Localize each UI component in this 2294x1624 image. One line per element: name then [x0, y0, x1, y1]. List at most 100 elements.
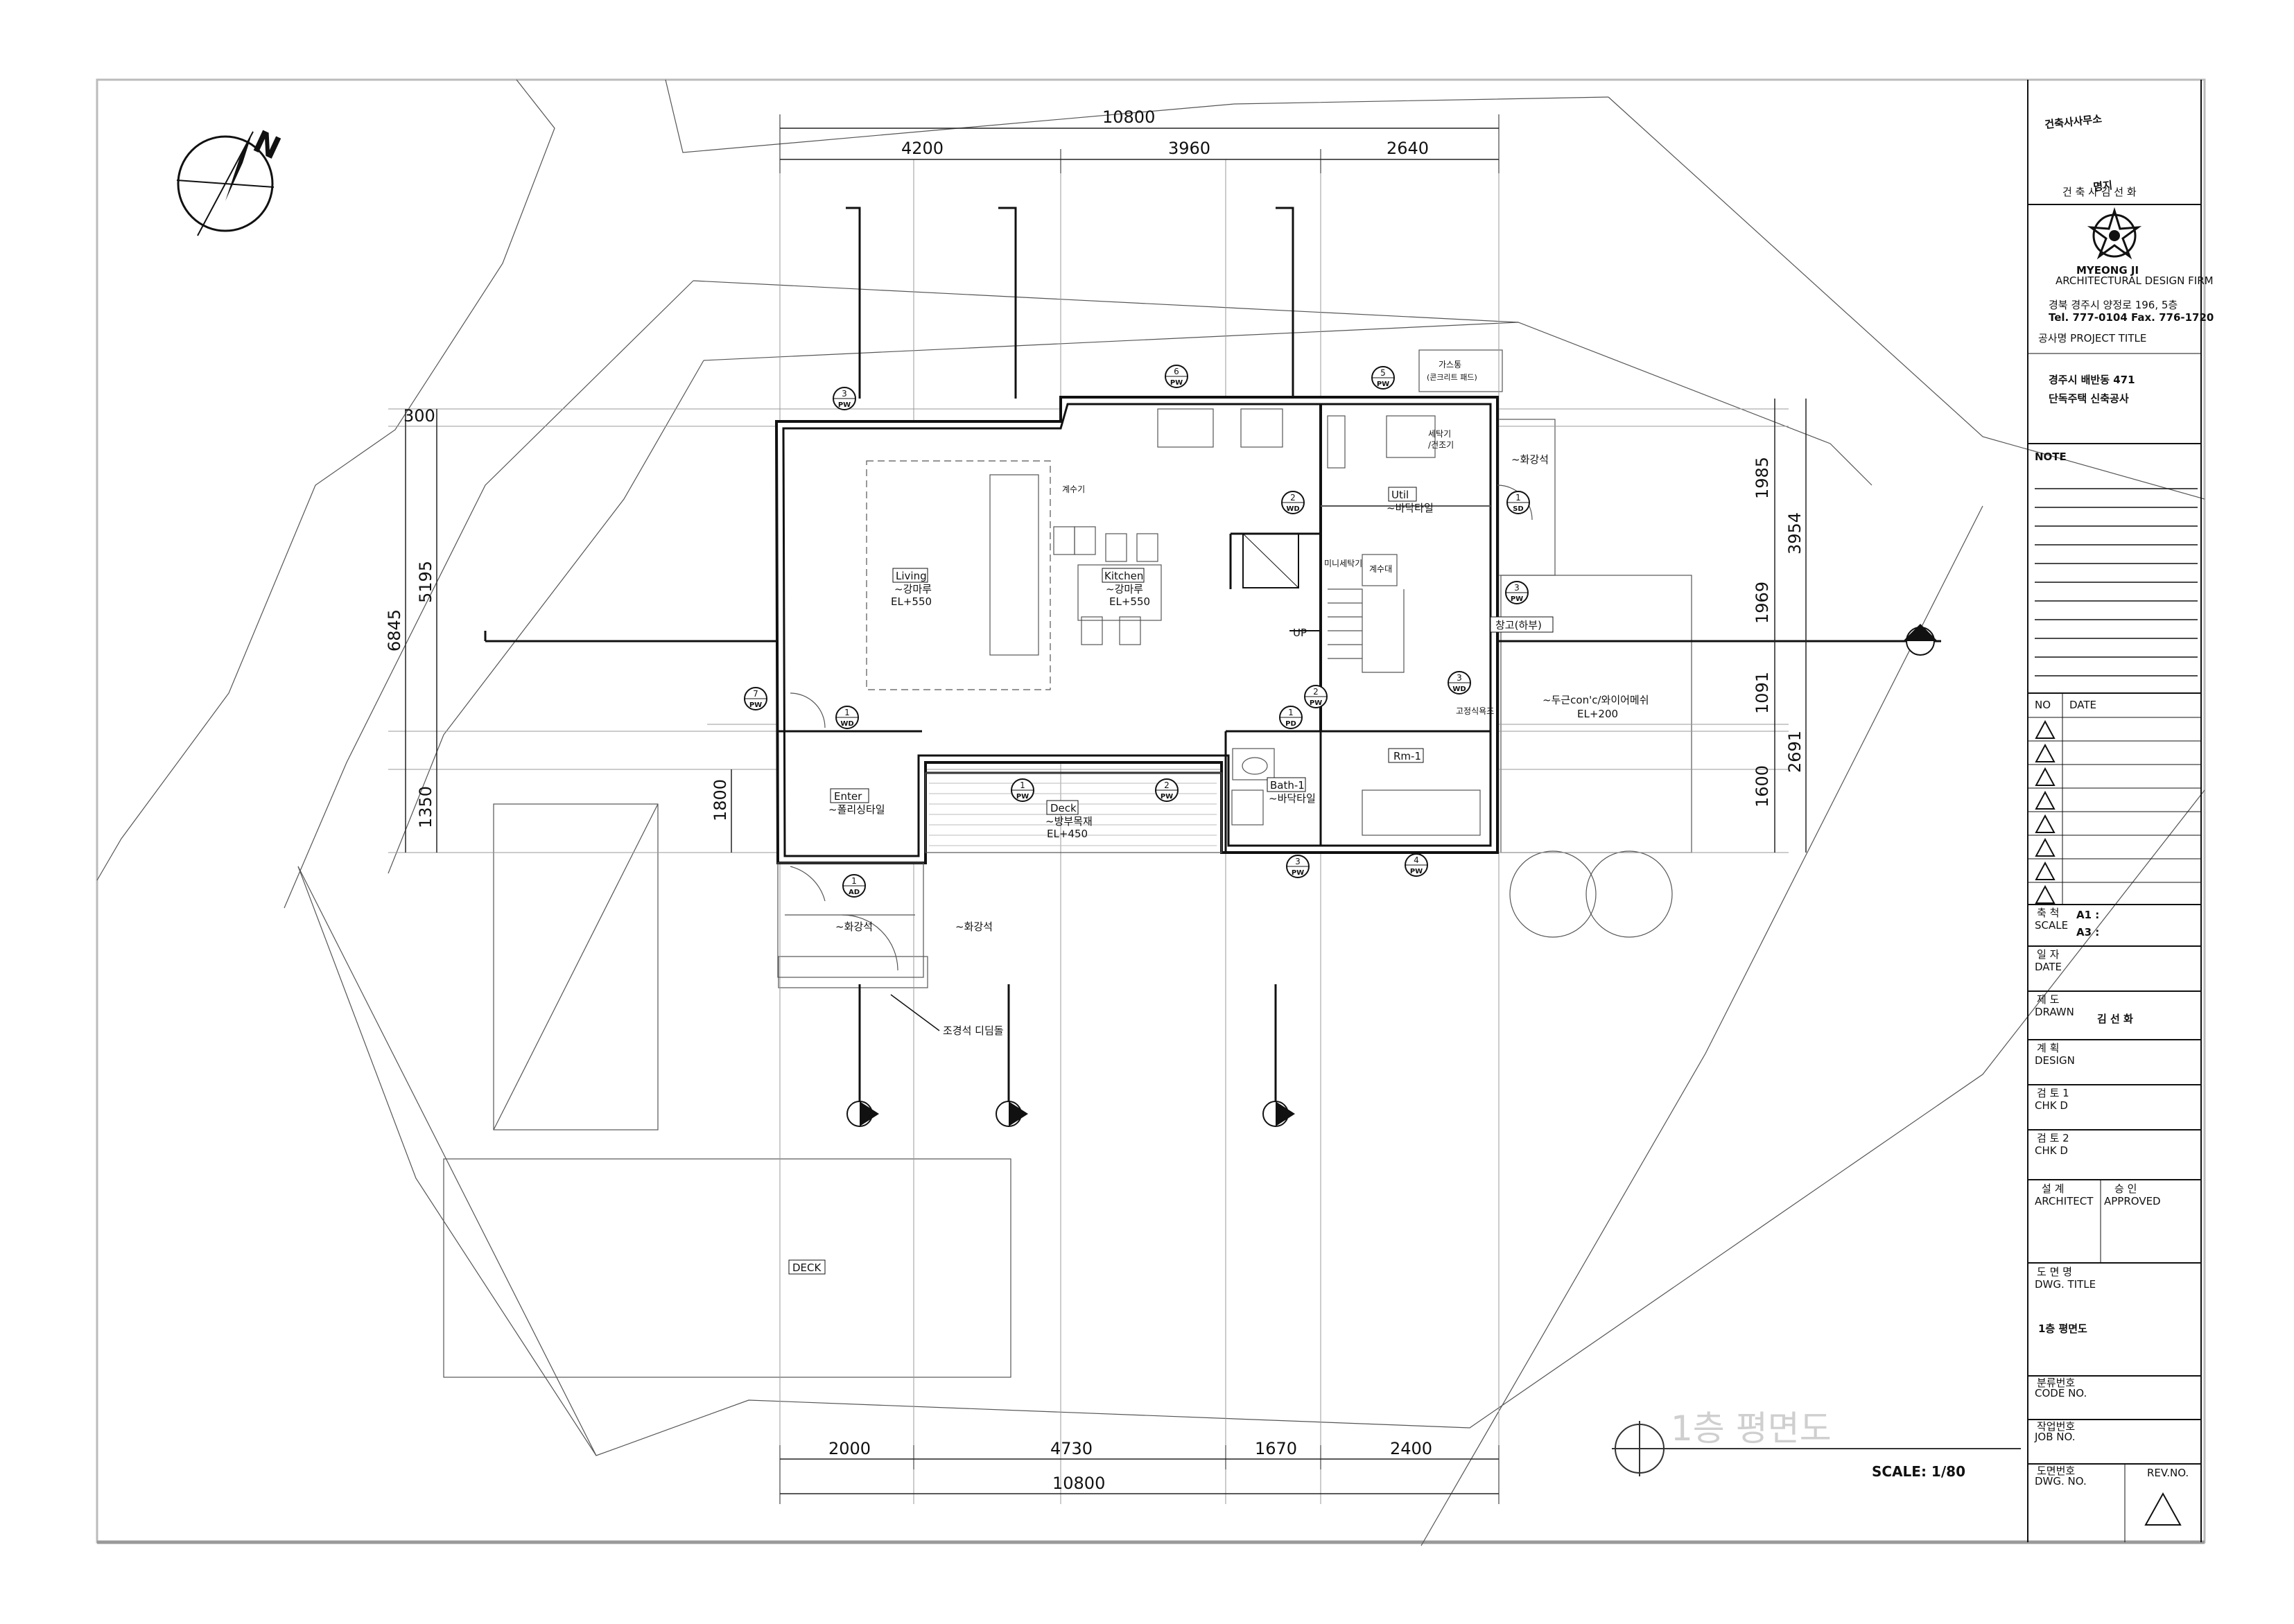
tag-type: PW: [1511, 595, 1523, 603]
tag-wd-2: 2WD: [1281, 491, 1305, 514]
tag-type: PW: [1170, 379, 1183, 387]
dimensions-right: 1985 1969 1091 1600 3954 2691: [1753, 399, 1807, 853]
tag-type: PW: [1310, 699, 1322, 707]
tag-pd-1: 1PD: [1279, 706, 1303, 729]
tag-pw-4: 4PW: [1405, 853, 1428, 877]
north-label: N: [247, 124, 286, 167]
tag-type: WD: [840, 720, 853, 728]
tag-type: PW: [1016, 793, 1029, 801]
dim-top-total: 10800: [1102, 107, 1155, 127]
dim-top-3: 2640: [1387, 139, 1429, 158]
dim-bottom-2: 4730: [1050, 1439, 1093, 1458]
tag-number: 1: [844, 708, 850, 717]
room-deck-el: EL+450: [1047, 828, 1088, 840]
tb-project-line1: 경주시 배반동 471: [2049, 374, 2135, 386]
north-arrow-icon: [177, 135, 274, 232]
tb-project-line2: 단독주택 신축공사: [2049, 392, 2129, 405]
stair-up-label: UP: [1293, 627, 1307, 639]
room-enter-name: Enter: [834, 790, 862, 803]
furniture: [866, 408, 1481, 836]
tag-pw-1: 1PW: [1011, 778, 1034, 802]
tag-type: PW: [749, 701, 762, 709]
tree-2: [1585, 850, 1673, 938]
label-stone-3: ~화강석: [955, 920, 993, 933]
label-mini-kitchen: 미니세탁기: [1324, 559, 1362, 568]
room-outdoor-el: EL+200: [1577, 708, 1618, 720]
tag-pw-5: 5PW: [1371, 366, 1395, 390]
revision-triangle-icon: [2035, 884, 2056, 904]
tb-job-kr: 작업번호: [2037, 1420, 2075, 1433]
room-bath-name: Bath-1: [1270, 779, 1305, 792]
gas-pad: [1418, 349, 1503, 392]
dim-right-3: 1091: [1753, 672, 1772, 714]
tb-design-kr: 계 획: [2037, 1042, 2059, 1054]
section-arrows: [846, 624, 1938, 1127]
dim-bottom-3: 1670: [1255, 1439, 1297, 1458]
tag-number: 6: [1174, 367, 1179, 376]
tb-chk1: CHK D: [2035, 1099, 2068, 1112]
firm-name: MYEONG JI: [2076, 264, 2139, 277]
tb-dwg-no-kr: 도면번호: [2037, 1465, 2075, 1477]
label-dryer: /건조기: [1428, 440, 1454, 450]
firm-flower-icon: [2087, 207, 2142, 260]
room-util-finish: ~바닥타일: [1387, 502, 1434, 514]
revision-triangle-icon: [2035, 861, 2056, 880]
label-stone-2: ~화강석: [835, 920, 873, 933]
room-outdoor-finish: ~두근con'c/와이어메쉬: [1543, 694, 1649, 706]
revision-triangle-icon: [2035, 743, 2056, 762]
tb-date-kr: 일 자: [2037, 948, 2060, 961]
revision-rows: [2028, 717, 2201, 904]
room-labels: Living ~강마루 EL+550 Kitchen ~강마루 EL+550 U…: [788, 360, 1649, 1275]
room-rm1-name: Rm-1: [1393, 750, 1421, 762]
tb-note-label: NOTE: [2035, 451, 2067, 463]
tb-approved-kr: 승 인: [2114, 1182, 2137, 1195]
room-kitchen-el: EL+550: [1109, 595, 1150, 608]
grid-lines: [388, 159, 1789, 1504]
tree-1: [1509, 850, 1597, 938]
tag-number: 3: [1295, 857, 1301, 866]
room-deck-finish: ~방부목재: [1045, 815, 1093, 828]
revision-row: [2028, 882, 2201, 904]
room-living-name: Living: [896, 570, 927, 582]
tag-type: AD: [849, 889, 860, 896]
dimensions-top: 10800 4200 3960 2640: [779, 107, 1500, 173]
drawing-title-block: 1층 평면도 SCALE: 1/80: [1612, 1408, 2021, 1480]
revision-row: [2028, 787, 2201, 810]
tag-type: PW: [1410, 868, 1423, 875]
tag-number: 7: [753, 689, 758, 699]
firm-sub: ARCHITECTURAL DESIGN FIRM: [2056, 274, 2214, 287]
room-deck-name: Deck: [1050, 802, 1077, 814]
tag-pw-7: 7PW: [744, 687, 767, 710]
tb-address: 경북 경주시 양정로 196, 5층: [2049, 299, 2178, 311]
tb-rev-label: REV.NO.: [2147, 1467, 2189, 1479]
tag-type: WD: [1452, 686, 1466, 693]
tb-architect: 건 축 사 김 선 화: [2062, 186, 2137, 198]
dim-bottom-4: 2400: [1390, 1439, 1432, 1458]
dim-bottom-1: 2000: [828, 1439, 871, 1458]
tb-dwg-title: 1층 평면도: [2038, 1322, 2087, 1335]
tag-number: 2: [1313, 687, 1319, 697]
tb-job-label: JOB NO.: [2034, 1431, 2075, 1443]
room-enter-finish: ~폴리싱타일: [828, 803, 885, 816]
tag-number: 3: [1514, 583, 1520, 593]
door-window-tags: 3PW6PW5PW2WD1SD3PW7PW1WD1PD2PW3WD1PW2PW1…: [744, 365, 1530, 898]
tb-project-label: 공사명 PROJECT TITLE: [2038, 332, 2146, 344]
tb-dwg-no-label: DWG. NO.: [2035, 1475, 2087, 1487]
tb-scale-label: SCALE: [2035, 919, 2068, 932]
tag-number: 1: [851, 876, 857, 886]
drawing-title: 1층 평면도: [1671, 1408, 1832, 1449]
tb-drawn-kr: 제 도: [2037, 993, 2060, 1006]
building-walls: [774, 396, 1499, 864]
parking-area: [493, 803, 659, 1130]
tag-type: PW: [1377, 381, 1389, 388]
tb-code-kr: 분류번호: [2037, 1377, 2075, 1389]
tb-date-col: DATE: [2069, 699, 2096, 711]
tag-pw-2: 2PW: [1304, 685, 1328, 708]
tag-type: PW: [1161, 793, 1173, 801]
room-kitchen-name: Kitchen: [1104, 570, 1143, 582]
tb-drawn-name: 김 선 화: [2097, 1013, 2133, 1025]
room-bath-finish: ~바닥타일: [1269, 792, 1316, 805]
tag-pw-2: 2PW: [1155, 778, 1179, 802]
tag-number: 2: [1290, 493, 1296, 503]
